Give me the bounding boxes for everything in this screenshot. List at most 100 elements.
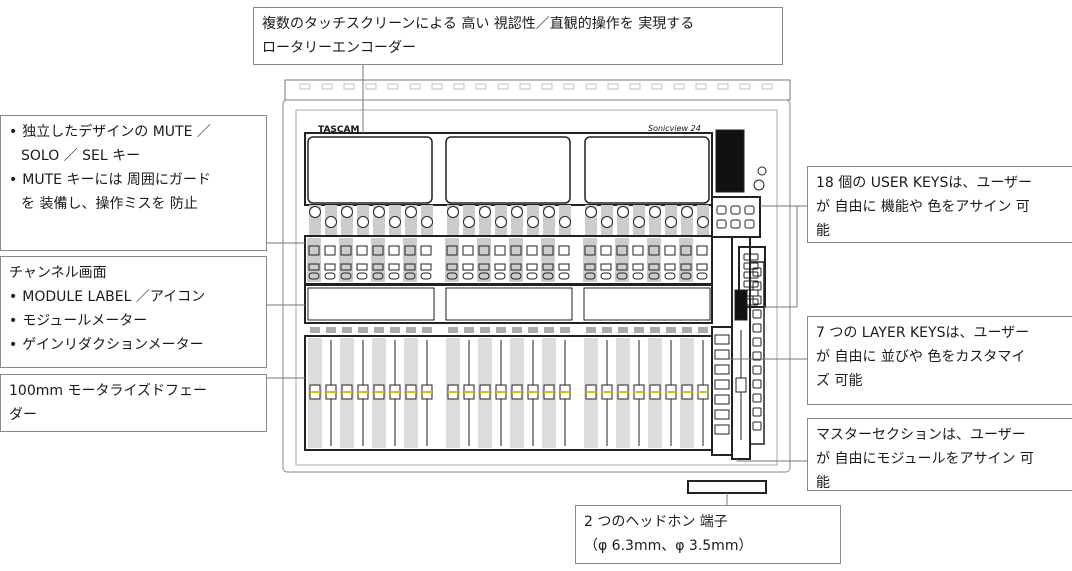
connector	[695, 83, 707, 90]
sel-key	[478, 272, 490, 280]
strip-shade	[679, 238, 693, 282]
callout-text: SOLO ／ SEL キー	[21, 148, 141, 164]
sel-key	[340, 272, 352, 280]
callout-text: が 自由にモジュールをアサイン 可	[816, 451, 1034, 467]
fader-label	[464, 327, 474, 333]
channel-screen	[307, 287, 435, 321]
fader-label	[496, 327, 506, 333]
rotary-encoder	[357, 216, 369, 228]
fader-label	[586, 327, 596, 333]
fader-label	[528, 327, 538, 333]
solo-key	[494, 263, 506, 271]
callout-text: が 自由に 並びや 色をカスタマイ	[816, 349, 1026, 365]
sel-key	[600, 272, 612, 280]
callout-touchscreens: 複数のタッチスクリーンによる 高い 視認性／直観的操作を 実現する ロータリーエ…	[253, 7, 783, 65]
channel-screen	[445, 287, 573, 321]
solo-key	[584, 263, 596, 271]
solo-key	[462, 263, 474, 271]
sel-key	[356, 272, 368, 280]
solo-key	[340, 263, 352, 271]
touchscreen-group	[304, 132, 713, 206]
layer-keys-group	[711, 326, 733, 456]
master-display	[734, 289, 748, 321]
rotary-encoder	[543, 206, 555, 218]
callout-text: 18 個の USER KEYSは、ユーザー	[816, 175, 1033, 191]
layer-key	[714, 394, 730, 405]
fader-label	[390, 327, 400, 333]
strip-shade	[403, 238, 417, 282]
user-key	[752, 309, 762, 319]
rotary-encoder	[479, 206, 491, 218]
knob	[757, 166, 767, 176]
rotary-encoder	[421, 216, 433, 228]
sel-key	[584, 272, 596, 280]
mute-key	[388, 245, 400, 256]
mute-key	[600, 245, 612, 256]
mute-key	[420, 245, 432, 256]
solo-key	[388, 263, 400, 271]
callout-user-keys: 18 個の USER KEYSは、ユーザー が 自由に 機能や 色をアサイン 可…	[807, 166, 1072, 243]
solo-key	[664, 263, 676, 271]
solo-key	[542, 263, 554, 271]
strip-shade	[647, 238, 661, 282]
connector	[629, 83, 641, 90]
master-fader-knob	[735, 377, 747, 393]
mute-key	[526, 245, 538, 256]
fader-label	[634, 327, 644, 333]
fader-label	[422, 327, 432, 333]
callout-text: モジュールメーター	[9, 309, 258, 333]
callout-headphones: 2 つのヘッドホン 端子 （φ 6.3mm、φ 3.5mm）	[575, 505, 841, 564]
sel-key	[616, 272, 628, 280]
level-meter	[715, 129, 745, 193]
fader-label	[448, 327, 458, 333]
fader-label	[602, 327, 612, 333]
connector	[563, 83, 575, 90]
mute-key	[648, 245, 660, 256]
layer-key	[714, 349, 730, 360]
user-key	[752, 421, 762, 431]
solo-key	[308, 263, 320, 271]
solo-key	[632, 263, 644, 271]
mute-key	[324, 245, 336, 256]
rotary-encoder	[617, 206, 629, 218]
channel-screen-strip	[304, 284, 713, 324]
user-key	[752, 295, 762, 305]
callout-text: マスターセクションは、ユーザー	[816, 427, 1026, 443]
mute-key	[616, 245, 628, 256]
knob	[753, 179, 765, 191]
user-key	[744, 219, 755, 229]
connector	[321, 83, 333, 90]
rotary-encoder	[559, 216, 571, 228]
rotary-encoder	[633, 216, 645, 228]
callout-layer-keys: 7 つの LAYER KEYSは、ユーザー が 自由に 並びや 色をカスタマイ …	[807, 316, 1072, 405]
user-key	[752, 365, 762, 375]
mute-key	[404, 245, 416, 256]
connector	[475, 83, 487, 90]
connector	[607, 83, 619, 90]
callout-mute-solo-sel: 独立したデザインの MUTE ／ SOLO ／ SEL キー MUTE キーには…	[0, 115, 267, 251]
solo-key	[404, 263, 416, 271]
callout-text: 能	[816, 475, 830, 491]
solo-key	[558, 263, 570, 271]
user-key	[730, 205, 741, 215]
solo-key	[696, 263, 708, 271]
strip-shade	[615, 238, 629, 282]
mute-key	[632, 245, 644, 256]
touchscreen	[584, 136, 710, 204]
callout-text: MUTE キーには 周囲にガード	[9, 168, 258, 192]
connector	[585, 83, 597, 90]
mute-key	[446, 245, 458, 256]
channel-screen	[583, 287, 711, 321]
sel-key	[404, 272, 416, 280]
fader-label	[374, 327, 384, 333]
layer-key	[714, 364, 730, 375]
sel-key	[446, 272, 458, 280]
fader-label	[618, 327, 628, 333]
mute-key	[462, 245, 474, 256]
connector	[365, 83, 377, 90]
fader-label	[310, 327, 320, 333]
strip-shade	[445, 238, 459, 282]
user-key	[752, 281, 762, 291]
connector	[453, 83, 465, 90]
